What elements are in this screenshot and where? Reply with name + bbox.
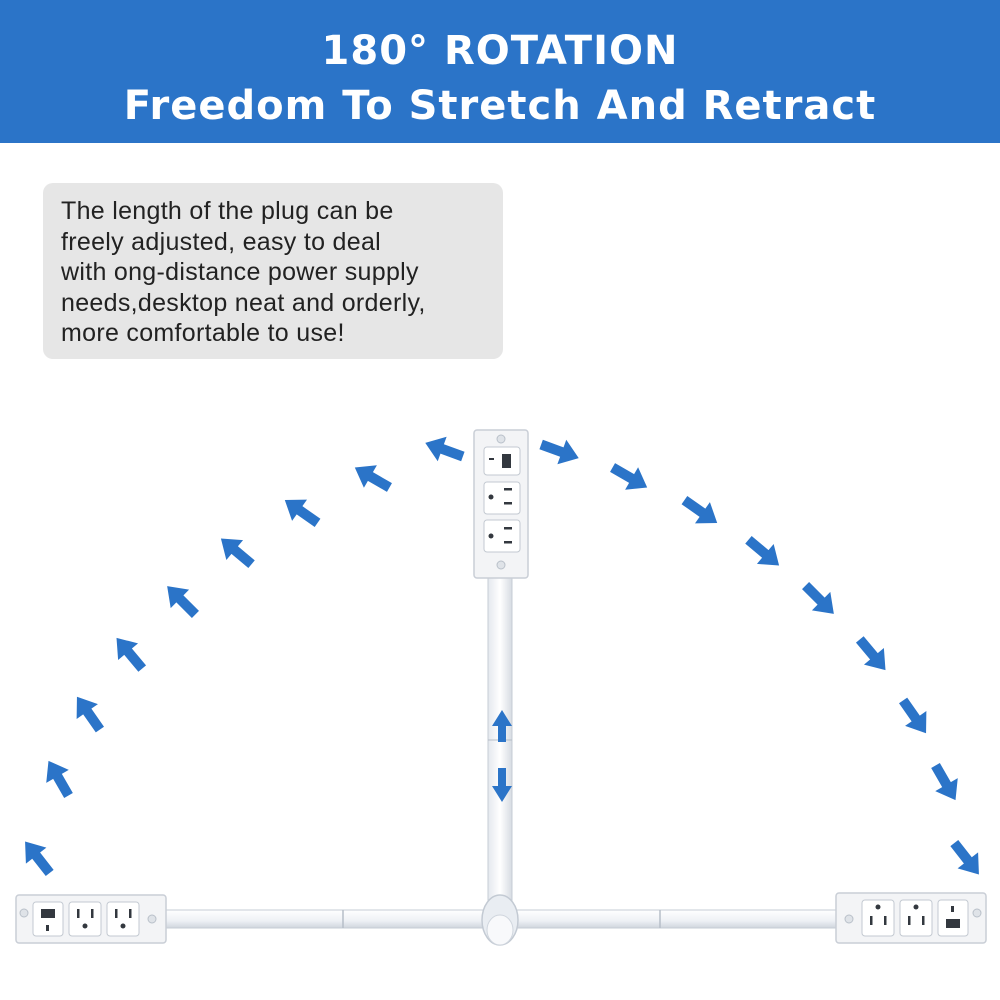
description-text: The length of the plug can be freely adj…: [61, 197, 426, 347]
left-power-strip: [15, 894, 167, 944]
rotation-arrow-icon: [924, 759, 967, 807]
rotation-arrow-icon: [849, 631, 896, 679]
extend-arrow-icon: [492, 710, 512, 802]
banner-title: 180° ROTATION: [321, 28, 679, 74]
rotation-arrows-left: [14, 430, 468, 881]
rotation-arrow-icon: [37, 754, 80, 802]
rotation-arrow-icon: [944, 835, 990, 883]
rotation-arrow-icon: [277, 489, 326, 534]
pivot-knob-icon: [481, 894, 519, 946]
rotation-arrow-icon: [420, 430, 468, 469]
header-banner: 180° ROTATION Freedom To Stretch And Ret…: [0, 0, 1000, 143]
rotation-arrow-icon: [348, 456, 396, 499]
rotation-arrow-icon: [676, 489, 725, 534]
rotation-arrow-icon: [157, 576, 205, 624]
vertical-power-strip: [473, 429, 529, 579]
extension-arms: [164, 575, 846, 929]
right-power-strip: [835, 892, 987, 944]
rotation-arrows-right: [536, 432, 990, 883]
banner-subtitle: Freedom To Stretch And Retract: [123, 83, 877, 129]
rotation-arrow-icon: [212, 528, 260, 575]
rotation-arrow-icon: [536, 432, 584, 471]
rotation-arrow-icon: [796, 576, 844, 624]
rotation-arrow-icon: [892, 692, 937, 741]
rotation-arrow-icon: [106, 629, 153, 677]
rotation-arrow-icon: [606, 456, 654, 499]
rotation-arrow-icon: [740, 529, 788, 576]
description-box: The length of the plug can be freely adj…: [43, 183, 503, 359]
rotation-arrow-icon: [14, 833, 60, 881]
rotation-arrow-icon: [66, 689, 111, 738]
